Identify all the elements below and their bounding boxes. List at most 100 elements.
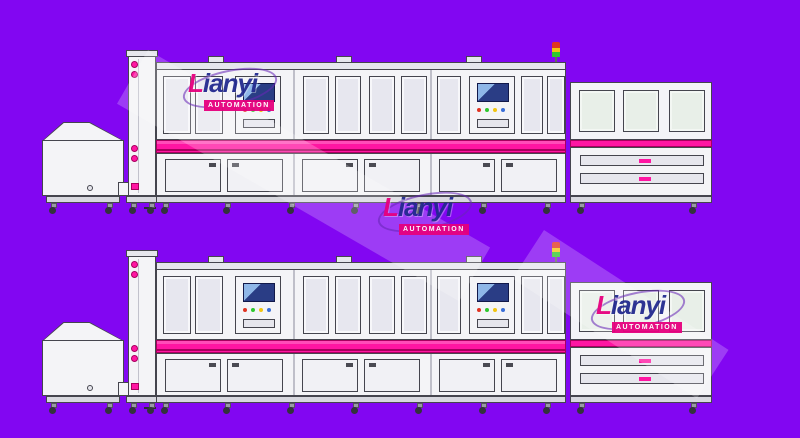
door-window — [335, 276, 361, 334]
caster-wheel — [542, 203, 554, 214]
cabinet-door — [227, 359, 283, 392]
door-window — [163, 276, 191, 334]
hmi-slot — [243, 119, 275, 128]
hmi-button-green — [251, 308, 255, 312]
door-window — [369, 76, 395, 134]
door-window — [369, 276, 395, 334]
module-divider — [293, 270, 295, 339]
hmi-screen — [243, 283, 275, 302]
feeder-roof — [42, 122, 124, 141]
tower-roller — [131, 145, 138, 152]
door-window — [437, 76, 461, 134]
door-handle — [506, 363, 513, 367]
feeder-roof-face — [43, 123, 123, 141]
hmi-button-yellow — [259, 308, 263, 312]
caster-wheel — [576, 403, 588, 414]
door-handle — [232, 163, 239, 167]
drawer-handle — [639, 377, 651, 381]
station-window — [623, 290, 659, 332]
feeder-roof-face — [43, 323, 123, 341]
cabinet-door — [501, 359, 557, 392]
hmi-slot — [477, 319, 509, 328]
hmi-button-yellow — [259, 108, 263, 112]
hmi-slot — [477, 119, 509, 128]
tower-base — [126, 396, 158, 403]
caster-wheel — [160, 403, 172, 414]
tower-rail — [138, 59, 139, 193]
feeder-base — [46, 196, 120, 203]
brand-tagline: AUTOMATION — [399, 224, 469, 235]
stack-light-green — [552, 52, 560, 57]
hmi-button-blue — [267, 308, 271, 312]
tower-roller — [131, 71, 138, 78]
caster-wheel — [542, 403, 554, 414]
station-window — [623, 90, 659, 132]
hmi-button-yellow — [493, 308, 497, 312]
door-window — [521, 276, 543, 334]
hmi-panel — [469, 76, 515, 134]
cabinet-door — [165, 359, 221, 392]
cabinet-door — [439, 159, 495, 192]
station-base-rail — [570, 196, 712, 203]
hmi-button-red — [243, 108, 247, 112]
caster-wheel — [222, 203, 234, 214]
cabinet-upper — [156, 69, 566, 140]
caster-wheel — [576, 203, 588, 214]
door-window — [401, 276, 427, 334]
module-divider — [293, 70, 295, 139]
unload-station-lower — [570, 347, 712, 396]
feeder-knob — [87, 385, 93, 391]
caster-wheel — [160, 203, 172, 214]
module-divider — [293, 354, 295, 395]
module-divider — [430, 354, 432, 395]
caster-wheel — [222, 403, 234, 414]
caster-wheel — [104, 203, 116, 214]
tower-roller — [131, 271, 138, 278]
hmi-panel — [469, 276, 515, 334]
cabinet-door — [364, 159, 420, 192]
door-window — [521, 76, 543, 134]
feeder-roof — [42, 322, 124, 341]
door-handle — [346, 363, 353, 367]
tower-roller — [131, 345, 138, 352]
caster-wheel — [478, 403, 490, 414]
roof-vent — [336, 256, 352, 263]
stack-light-yellow — [552, 48, 560, 52]
hmi-button-yellow — [493, 108, 497, 112]
stack-light-red — [552, 242, 560, 248]
hmi-button-blue — [501, 308, 505, 312]
hmi-button-green — [251, 108, 255, 112]
hmi-slot — [243, 319, 275, 328]
hmi-panel — [235, 76, 281, 134]
tower-roller — [131, 355, 138, 362]
base-rail — [156, 196, 566, 203]
roof-vent — [336, 56, 352, 63]
tower-carrier — [131, 383, 139, 390]
tower-roller — [131, 261, 138, 268]
door-handle — [209, 363, 216, 367]
hmi-button-green — [485, 308, 489, 312]
station-base-rail — [570, 396, 712, 403]
station-window — [669, 90, 705, 132]
cabinet-door — [302, 159, 358, 192]
feeder-body — [42, 140, 124, 196]
caster-wheel — [286, 203, 298, 214]
cabinet-door — [439, 359, 495, 392]
module-divider — [430, 270, 432, 339]
cabinet-door — [364, 359, 420, 392]
door-window — [437, 276, 461, 334]
door-handle — [369, 363, 376, 367]
station-drawer — [580, 173, 704, 184]
caster-wheel — [146, 203, 158, 214]
door-handle — [369, 163, 376, 167]
caster-wheel — [48, 203, 60, 214]
cabinet-door — [165, 159, 221, 192]
station-drawer — [580, 155, 704, 166]
elevator-tower — [128, 56, 156, 196]
door-window — [195, 76, 223, 134]
roof-vent — [466, 56, 482, 63]
caster-wheel — [146, 403, 158, 414]
hmi-button-blue — [267, 108, 271, 112]
station-drawer — [580, 373, 704, 384]
door-window — [547, 76, 565, 134]
